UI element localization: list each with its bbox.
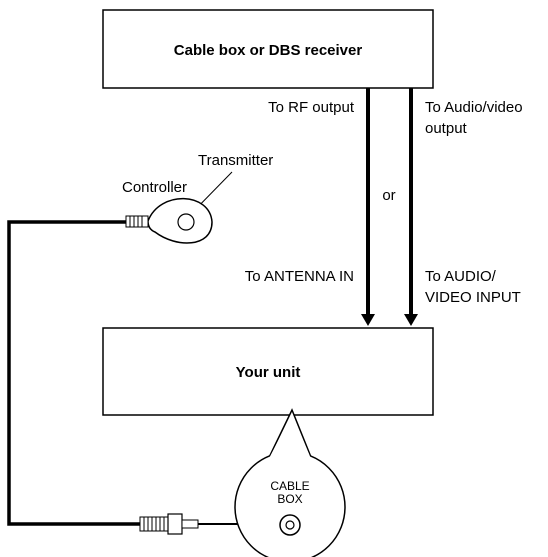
av-connection-arrow <box>404 88 418 326</box>
av-input-label-line2: VIDEO INPUT <box>425 289 521 306</box>
controller-cable <box>7 220 140 526</box>
mini-plug-icon <box>139 513 280 535</box>
av-input-label-line1: To AUDIO/ <box>425 268 497 285</box>
unit-box-label: Your unit <box>236 364 301 381</box>
antenna-in-label: To ANTENNA IN <box>245 268 354 285</box>
jack-label-line1: CABLE <box>270 479 309 493</box>
source-box-label: Cable box or DBS receiver <box>174 42 363 59</box>
transmitter-label: Transmitter <box>198 152 273 169</box>
jack-label-line2: BOX <box>277 492 302 506</box>
rf-connection-arrow <box>361 88 375 326</box>
av-output-label-line2: output <box>425 120 468 137</box>
rf-output-label: To RF output <box>268 99 355 116</box>
unit-box: Your unit <box>102 327 434 416</box>
controller-label: Controller <box>122 179 187 196</box>
controller-icon <box>125 197 213 244</box>
or-label: or <box>382 187 395 204</box>
source-box: Cable box or DBS receiver <box>102 9 434 89</box>
av-output-label-line1: To Audio/video <box>425 99 523 116</box>
cable-box-jack-callout: CABLE BOX <box>234 408 346 557</box>
